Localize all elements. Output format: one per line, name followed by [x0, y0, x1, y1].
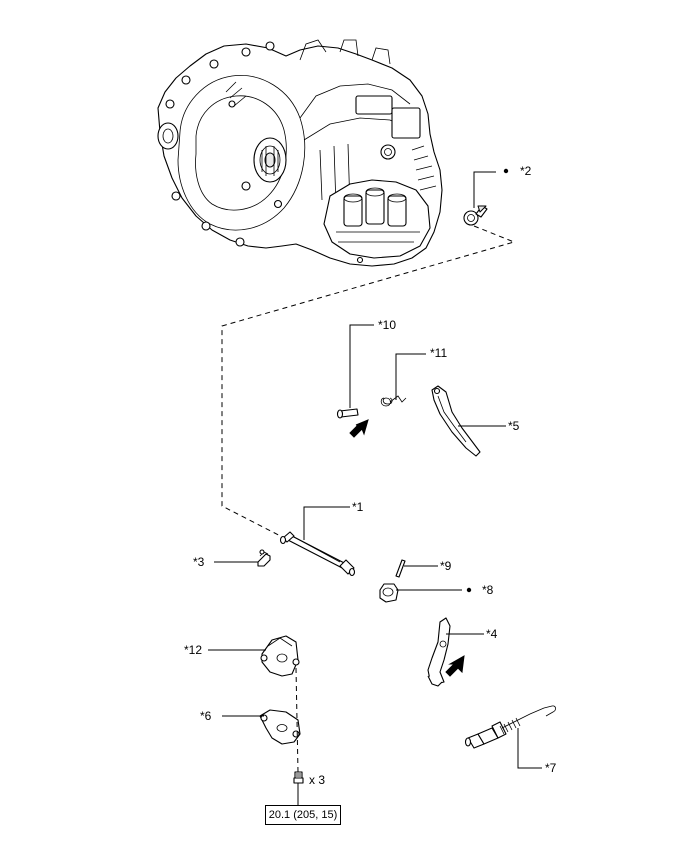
part-8-collar	[379, 583, 399, 603]
part-9-pin	[395, 559, 406, 578]
bullet-icon-part-8	[466, 587, 472, 593]
callout-part-9: *9	[440, 559, 452, 573]
part-2-oil-seal	[463, 205, 488, 226]
part-7-control-rod	[464, 705, 556, 749]
leader-part-2	[473, 171, 496, 208]
arrow-icon	[477, 205, 487, 213]
part-10-pin	[336, 408, 369, 438]
torque-value: 20.1 (205, 15)	[268, 809, 338, 821]
part-4-detent-lever	[427, 617, 465, 687]
callout-part-7: *7	[545, 761, 557, 775]
part-11-spring	[380, 395, 407, 407]
callout-part-10: *10	[378, 318, 396, 332]
part-12-bracket	[260, 635, 300, 677]
leader-part-10	[349, 324, 374, 408]
callout-part-11: *11	[430, 346, 447, 360]
callout-part-8: *8	[482, 583, 494, 597]
callout-part-2: *2	[520, 164, 532, 178]
assembly-dashed-line-upper	[221, 225, 516, 547]
torque-specification-box: 20.1 (205, 15)	[265, 805, 341, 825]
leader-part-11	[395, 353, 426, 400]
arrow-icon	[445, 655, 465, 677]
callout-part-3: *3	[193, 555, 205, 569]
leader-part-1	[303, 506, 350, 540]
part-6-bracket	[259, 709, 301, 745]
part-1-shaft	[279, 531, 356, 577]
leader-part-7	[517, 728, 542, 769]
part-5-lever	[431, 385, 481, 457]
callout-part-12: *12	[184, 643, 202, 657]
arrow-icon	[349, 419, 369, 438]
callout-part-5: *5	[508, 419, 520, 433]
callout-part-4: *4	[486, 627, 498, 641]
part-3-clip	[257, 549, 271, 567]
bullet-icon-part-2	[503, 168, 509, 174]
callout-part-1: *1	[352, 500, 364, 514]
bolt	[293, 771, 304, 805]
transaxle-assembly	[157, 39, 443, 267]
callout-part-6: *6	[200, 709, 212, 723]
bolt-quantity: x 3	[309, 773, 325, 787]
